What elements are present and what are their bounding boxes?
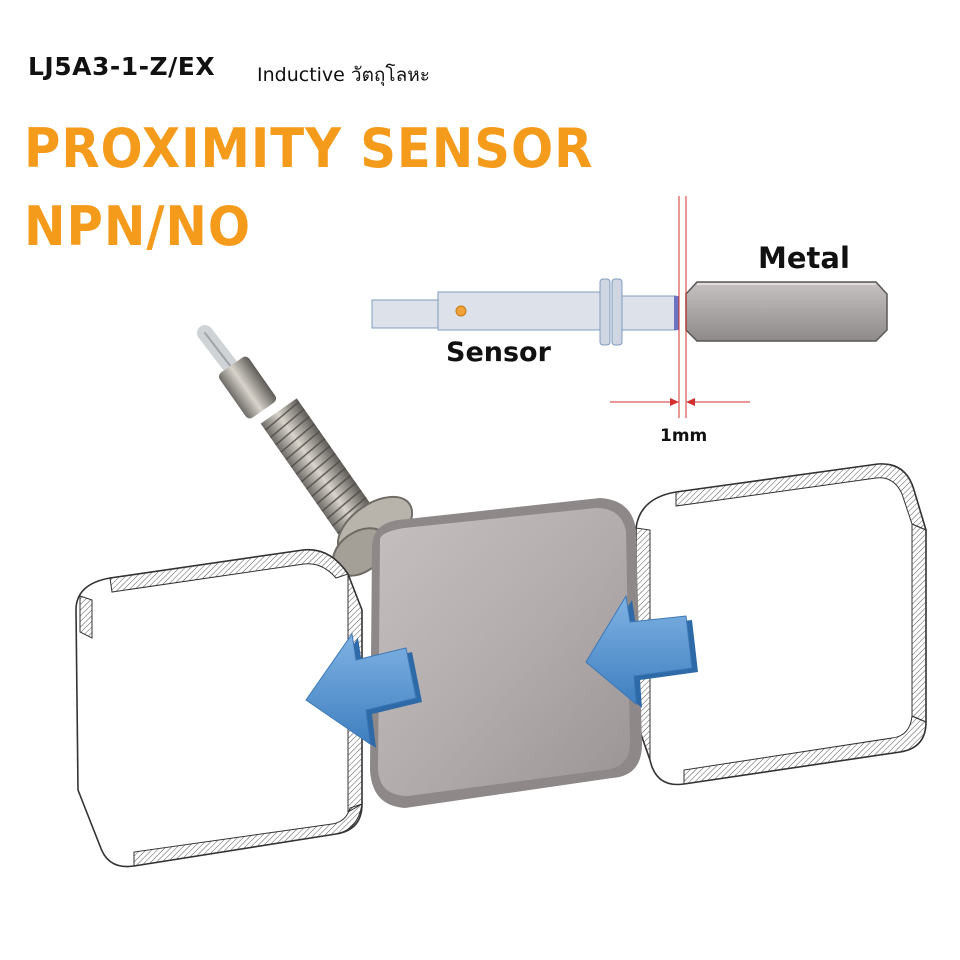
arrow-left-icon: [305, 632, 422, 748]
nut-1: [599, 278, 611, 346]
left-tile: [75, 548, 363, 868]
headline-line-2: NPN/NO: [24, 195, 252, 258]
sensor-label: Sensor: [446, 337, 551, 368]
headline-line-1: PROXIMITY SENSOR: [24, 117, 594, 180]
led-indicator-dot: [455, 305, 467, 317]
nut-2: [611, 278, 623, 346]
metal-label: Metal: [758, 241, 850, 275]
right-tile: [635, 463, 927, 786]
arrow-right-icon: [585, 594, 698, 708]
sensor-diagram: [371, 196, 888, 418]
sensor-cable-stub: [371, 299, 439, 329]
subtitle: Inductive วัตถุโลหะ: [257, 64, 430, 86]
gap-distance-label: 1mm: [660, 426, 708, 446]
model-number: LJ5A3-1-Z/EX: [28, 52, 216, 81]
metal-target: [685, 281, 888, 342]
gap-dimension: [610, 196, 750, 418]
metal-block: [370, 498, 642, 808]
sensor-body: [437, 278, 679, 346]
sensing-face: [674, 296, 679, 330]
